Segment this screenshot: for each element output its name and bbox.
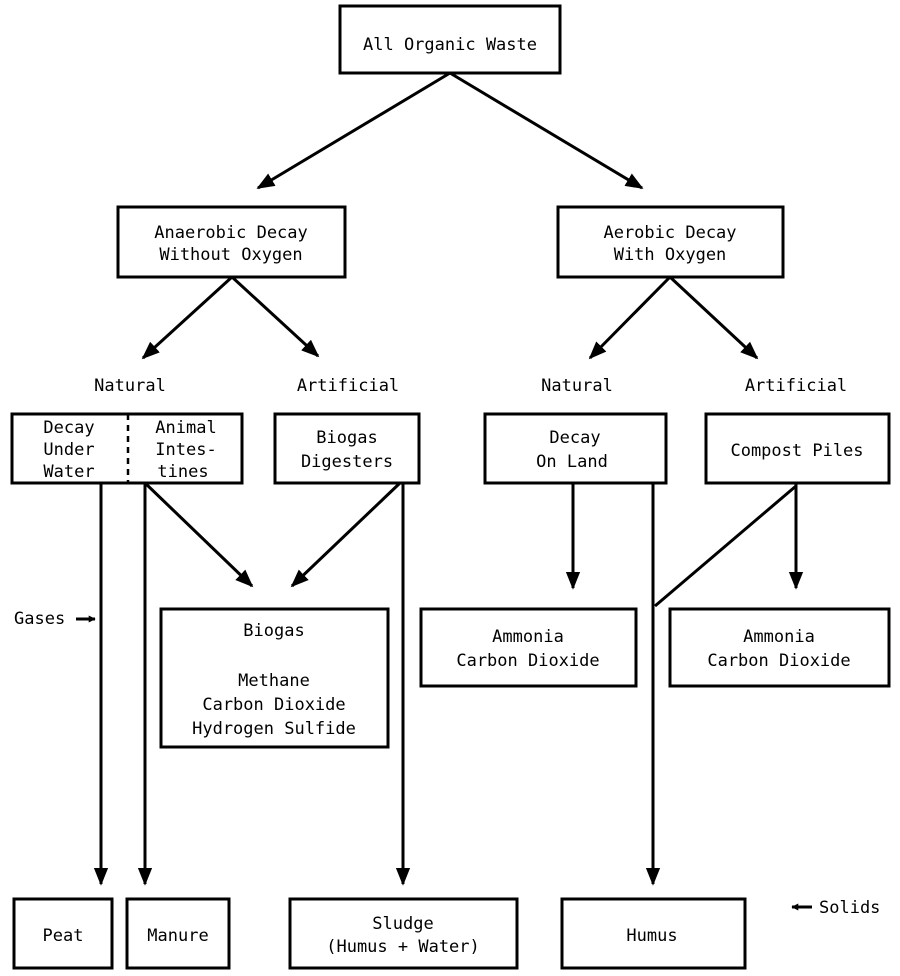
aerobic-label-line2: With Oxygen (614, 245, 727, 265)
anaerobic-natural-node: Decay Under Water Animal Intes- tines (10, 412, 244, 485)
arrow-aerobic-to-artificial (668, 275, 759, 360)
arrow-intestines-to-biogas (143, 481, 254, 588)
solids-legend-label: Solids (819, 898, 880, 918)
root-label: All Organic Waste (363, 35, 537, 55)
line-compost-to-humus (654, 484, 797, 608)
sludge-label-line2: (Humus + Water) (326, 937, 480, 957)
arrow-root-to-anaerobic (256, 71, 451, 190)
aerobic-node: Aerobic Decay With Oxygen (556, 205, 785, 279)
anaerobic-label-line1: Anaerobic Decay (154, 223, 308, 243)
root-node: All Organic Waste (338, 4, 562, 75)
aerobic-artificial-gases-node: Ammonia Carbon Dioxide (668, 607, 891, 688)
aerobic-artificial-label: Artificial (745, 376, 847, 396)
anaerobic-label-line2: Without Oxygen (159, 245, 302, 265)
compost-piles-label: Compost Piles (730, 441, 863, 461)
aerobic-natural-gas-co2: Carbon Dioxide (456, 651, 599, 671)
humus-node: Humus (560, 897, 747, 970)
aerobic-natural-gas-ammonia: Ammonia (492, 627, 564, 647)
arrow-root-to-aerobic (449, 71, 644, 190)
animal-intestines-line1: Animal (155, 418, 216, 438)
compost-piles-node: Compost Piles (704, 412, 891, 485)
peat-node: Peat (12, 897, 114, 970)
decay-on-land-line2: On Land (536, 452, 608, 472)
sludge-label-line1: Sludge (372, 914, 433, 934)
decay-on-land-line1: Decay (549, 428, 600, 448)
aerobic-natural-label: Natural (541, 376, 613, 396)
decay-under-water-line1: Decay (43, 418, 94, 438)
animal-intestines-line3: tines (157, 462, 208, 482)
biogas-gas-methane: Methane (238, 671, 310, 691)
humus-label: Humus (626, 926, 677, 946)
arrow-anaerobic-to-natural (141, 275, 234, 360)
biogas-digesters-line1: Biogas (316, 428, 377, 448)
manure-node: Manure (125, 897, 231, 970)
aerobic-artificial-gas-ammonia: Ammonia (743, 627, 815, 647)
arrow-digesters-to-biogas (290, 481, 402, 588)
aerobic-natural-gases-node: Ammonia Carbon Dioxide (419, 607, 638, 688)
biogas-output-node: Biogas Methane Carbon Dioxide Hydrogen S… (159, 607, 390, 749)
animal-intestines-line2: Intes- (155, 440, 216, 460)
biogas-gas-carbon-dioxide: Carbon Dioxide (202, 695, 345, 715)
aerobic-artificial-gas-co2: Carbon Dioxide (707, 651, 850, 671)
manure-label: Manure (147, 926, 208, 946)
decay-under-water-line3: Water (43, 462, 94, 482)
biogas-gas-hydrogen-sulfide: Hydrogen Sulfide (192, 719, 356, 739)
biogas-digesters-node: Biogas Digesters (273, 412, 421, 485)
decay-on-land-node: Decay On Land (483, 412, 668, 485)
biogas-digesters-line2: Digesters (301, 452, 393, 472)
decay-under-water-line2: Under (43, 440, 94, 460)
anaerobic-node: Anaerobic Decay Without Oxygen (116, 205, 347, 279)
solids-legend: Solids (791, 898, 880, 918)
anaerobic-natural-label: Natural (94, 376, 166, 396)
gases-legend-label: Gases (14, 609, 65, 629)
arrow-anaerobic-to-artificial (230, 275, 320, 358)
arrow-aerobic-to-natural (588, 275, 672, 360)
aerobic-label-line1: Aerobic Decay (603, 223, 736, 243)
sludge-node: Sludge (Humus + Water) (288, 897, 519, 970)
gases-legend: Gases (14, 609, 96, 629)
peat-label: Peat (43, 926, 84, 946)
biogas-output-title: Biogas (243, 621, 304, 641)
anaerobic-artificial-label: Artificial (297, 376, 399, 396)
